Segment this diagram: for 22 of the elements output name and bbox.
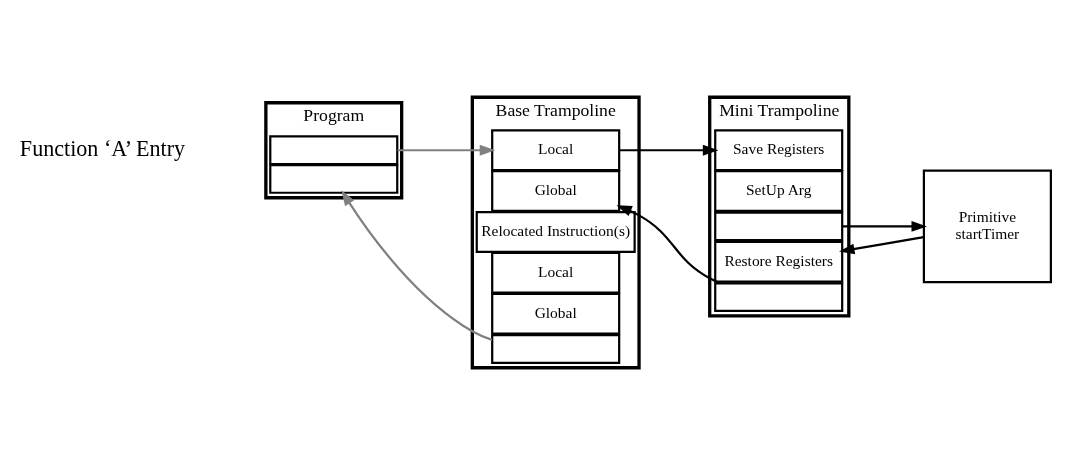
- node-box: Save Registers: [714, 128, 844, 171]
- node-box: Local: [491, 128, 621, 171]
- node-label: Function ‘A’ Entry: [19, 135, 186, 161]
- node-box: [491, 333, 621, 364]
- node-box: Restore Registers: [714, 240, 844, 283]
- arrow: [616, 204, 721, 284]
- arrow: [842, 220, 927, 232]
- arrow: [341, 189, 493, 341]
- arrow: [619, 144, 719, 156]
- node-box: [714, 211, 844, 241]
- arrow: [397, 144, 496, 156]
- node-box: [269, 134, 399, 165]
- node-box: Global: [491, 169, 621, 212]
- node-box: [269, 163, 399, 194]
- cluster: Program: [264, 100, 404, 199]
- node-box: Relocated Instruction(s): [475, 210, 636, 253]
- node-box: Global: [491, 292, 621, 335]
- node-box: Local: [491, 251, 621, 294]
- node-box: SetUp Arg: [714, 169, 844, 212]
- node-box: [714, 281, 844, 312]
- arrow: [839, 235, 924, 254]
- node-box: Primitive startTimer: [922, 169, 1052, 283]
